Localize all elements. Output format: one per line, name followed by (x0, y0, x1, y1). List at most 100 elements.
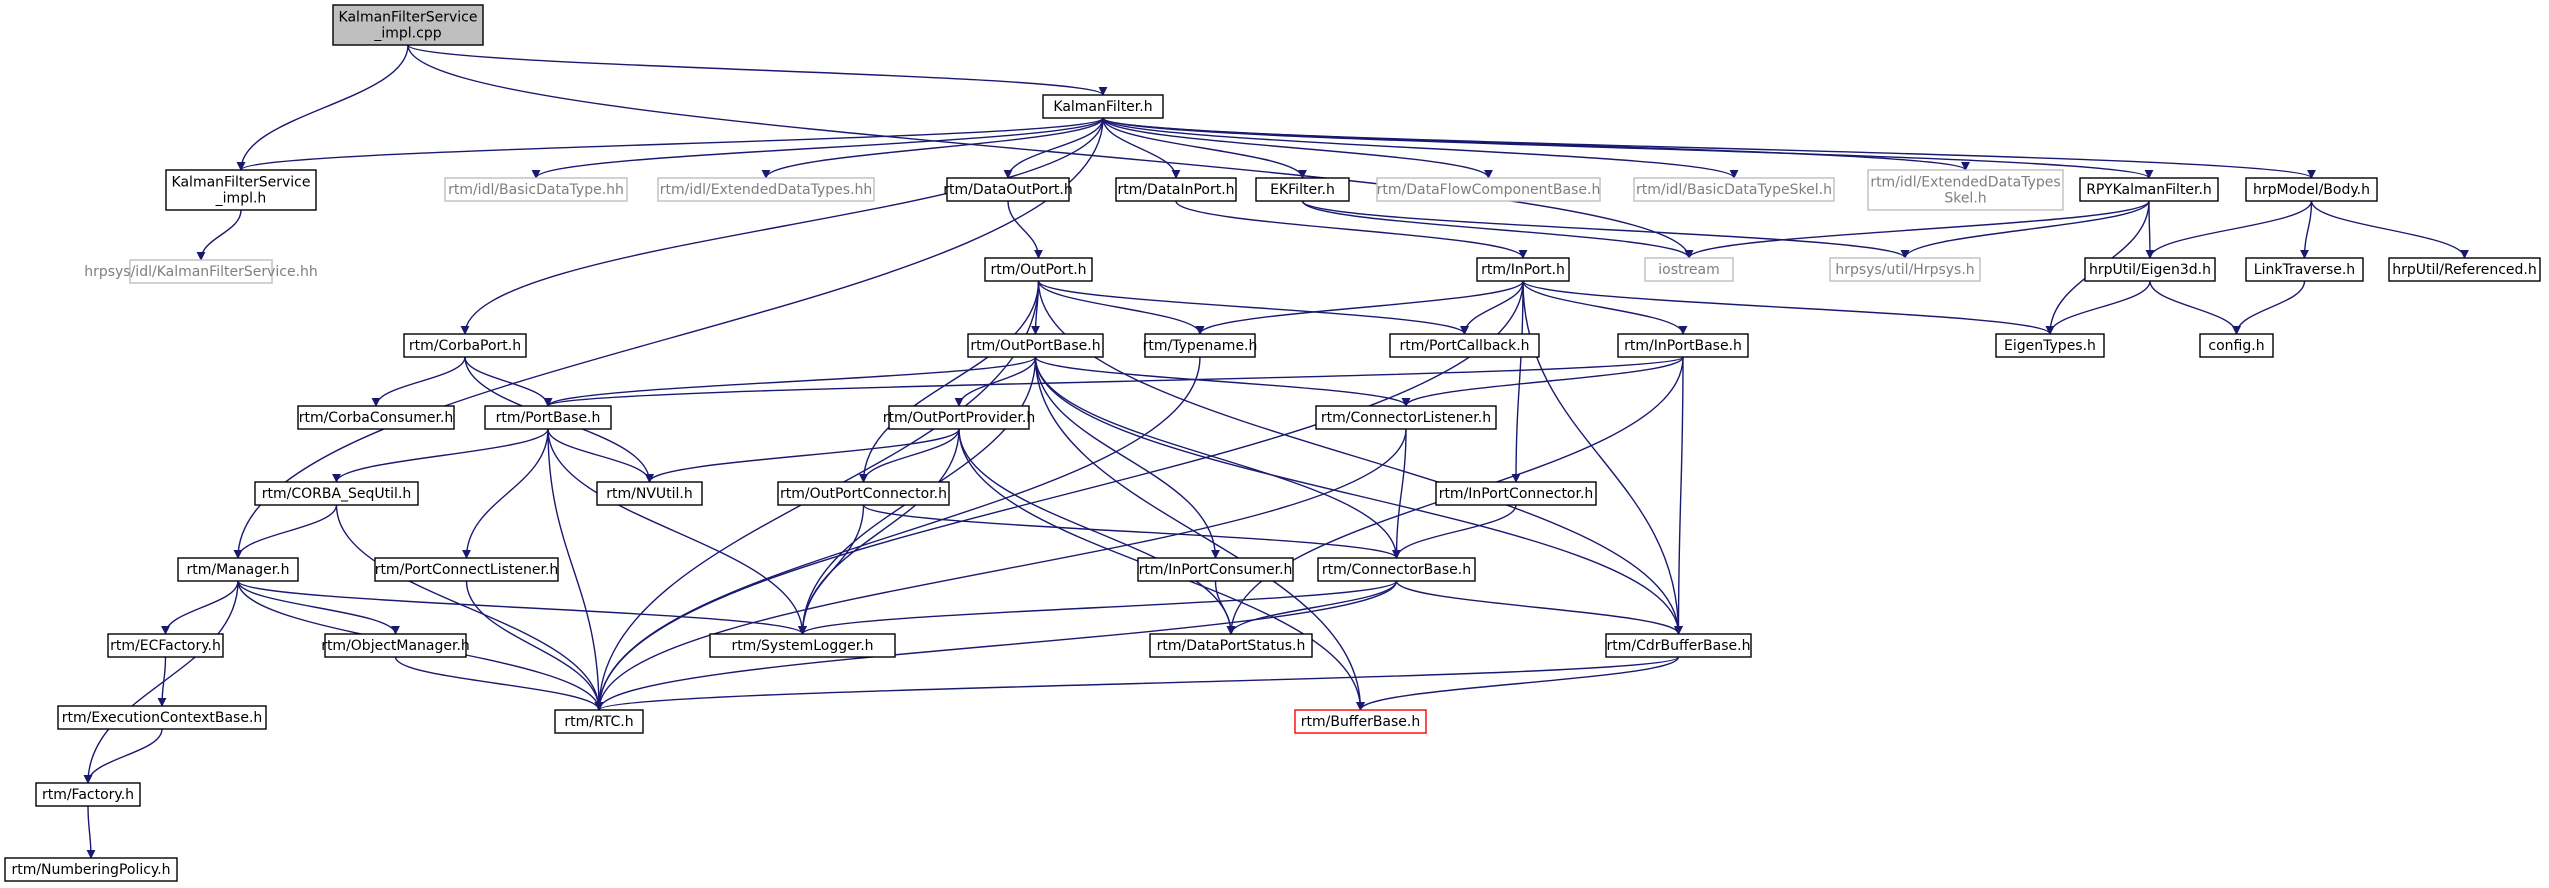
node-kfsimpl[interactable]: KalmanFilterService_impl.h (165, 169, 317, 211)
edge-line (543, 356, 1037, 407)
node-connlistener[interactable]: rtm/ConnectorListener.h (1315, 405, 1497, 430)
node-label: rtm/SystemLogger.h (731, 638, 873, 654)
node-rpykf[interactable]: RPYKalmanFilter.h (2079, 177, 2219, 202)
node-label: RPYKalmanFilter.h (2086, 182, 2212, 198)
edge-connbase-to-cdrbuf (1395, 580, 1683, 635)
edge-line (1684, 200, 2150, 259)
node-referenced[interactable]: hrpUtil/Referenced.h (2388, 257, 2541, 282)
edge-line (859, 280, 1040, 483)
edge-factory-to-numpolicy (86, 805, 96, 859)
node-numpolicy[interactable]: rtm/NumberingPolicy.h (4, 857, 178, 882)
node-nvutil[interactable]: rtm/NVUtil.h (596, 481, 703, 506)
node-kalman[interactable]: KalmanFilter.h (1042, 94, 1164, 119)
node-syslogger[interactable]: rtm/SystemLogger.h (709, 633, 896, 658)
node-label: KalmanFilter.h (1053, 99, 1152, 115)
node-label: rtm/ConnectorBase.h (1322, 562, 1471, 578)
node-dataportstatus[interactable]: rtm/DataPortStatus.h (1149, 633, 1313, 658)
node-box (1829, 257, 1981, 282)
node-label: rtm/CorbaPort.h (409, 338, 521, 354)
node-box (1389, 333, 1540, 358)
node-box (984, 257, 1093, 282)
edge-line (394, 656, 604, 711)
edge-line (1102, 117, 1493, 179)
edge-line (958, 428, 1236, 635)
edge-line (594, 656, 1680, 711)
node-cdrbuf[interactable]: rtm/CdrBufferBase.h (1605, 633, 1752, 658)
node-factory[interactable]: rtm/Factory.h (35, 782, 141, 807)
node-eigentypes[interactable]: EigenTypes.h (1995, 333, 2105, 358)
edge-line (1401, 356, 1684, 407)
edge-inportconn-to-connbase (1392, 504, 1517, 559)
edge-line (531, 117, 1104, 179)
edge-inport-to-typename (1195, 280, 1524, 335)
node-connbase[interactable]: rtm/ConnectorBase.h (1317, 557, 1476, 582)
node-layer: KalmanFilterService_impl.cppKalmanFilter… (4, 4, 2541, 882)
edge-outportbase-to-connbase (1034, 356, 1401, 559)
edge-outportbase-to-portbase (543, 356, 1037, 407)
node-box (2388, 257, 2541, 282)
node-box (297, 405, 455, 430)
edge-line (332, 428, 549, 483)
node-dfcb: rtm/DataFlowComponentBase.h (1376, 177, 1601, 202)
node-config[interactable]: config.h (2199, 333, 2274, 358)
node-portbase[interactable]: rtm/PortBase.h (484, 405, 612, 430)
edge-kalman-to-body (1102, 117, 2316, 179)
node-portcb[interactable]: rtm/PortCallback.h (1389, 333, 1540, 358)
node-label: rtm/idl/BasicDataType.hh (448, 182, 624, 198)
node-bufbase[interactable]: rtm/BufferBase.h (1294, 709, 1427, 734)
node-root[interactable]: KalmanFilterService_impl.cpp (332, 4, 484, 46)
node-label: rtm/PortBase.h (496, 410, 601, 426)
node-box (1149, 633, 1313, 658)
node-typename[interactable]: rtm/Typename.h (1143, 333, 1258, 358)
node-label: rtm/InPortBase.h (1624, 338, 1742, 354)
node-outportconn[interactable]: rtm/OutPortConnector.h (777, 481, 950, 506)
node-inport[interactable]: rtm/InPort.h (1476, 257, 1570, 282)
node-datain[interactable]: rtm/DataInPort.h (1115, 177, 1237, 202)
node-linktrav[interactable]: LinkTraverse.h (2245, 257, 2364, 282)
node-inportcons[interactable]: rtm/InPortConsumer.h (1137, 557, 1294, 582)
node-label: KalmanFilterService (339, 10, 478, 26)
node-label: rtm/InPortConnector.h (1439, 486, 1594, 502)
edge-kalman-to-ekf (1102, 117, 1307, 179)
edge-line (1037, 280, 1469, 335)
node-corbaport[interactable]: rtm/CorbaPort.h (403, 333, 527, 358)
node-outportprov[interactable]: rtm/OutPortProvider.h (883, 405, 1035, 430)
edge-line (1522, 280, 1688, 335)
node-manager[interactable]: rtm/Manager.h (177, 557, 299, 582)
edge-kalman-to-dataout (1003, 117, 1104, 179)
node-label: Skel.h (1944, 191, 1986, 207)
node-box (1137, 557, 1294, 582)
node-dataout[interactable]: rtm/DataOutPort.h (943, 177, 1073, 202)
edge-outport-to-portcb (1037, 280, 1469, 335)
node-rtc[interactable]: rtm/RTC.h (554, 709, 644, 734)
node-inportconn[interactable]: rtm/InPortConnector.h (1435, 481, 1597, 506)
node-label: hrpsys/idl/KalmanFilterService.hh (84, 264, 318, 280)
edge-linktrav-to-config (2232, 280, 2306, 335)
node-corbaseq[interactable]: rtm/CORBA_SeqUtil.h (254, 481, 419, 506)
edge-line (1034, 356, 1683, 635)
node-objmgr[interactable]: rtm/ObjectManager.h (321, 633, 470, 658)
edge-body-to-linktrav (2300, 200, 2313, 259)
node-body[interactable]: hrpModel/Body.h (2245, 177, 2378, 202)
node-outport[interactable]: rtm/OutPort.h (984, 257, 1093, 282)
edge-outportprov-to-dataportstatus (958, 428, 1236, 635)
node-label: rtm/OutPortConnector.h (780, 486, 947, 502)
node-label: rtm/RTC.h (564, 714, 633, 730)
edge-line (859, 428, 960, 483)
node-ekf[interactable]: EKFilter.h (1255, 177, 1350, 202)
node-portconnlistener[interactable]: rtm/PortConnectListener.h (374, 557, 559, 582)
node-ecbase[interactable]: rtm/ExecutionContextBase.h (57, 705, 267, 730)
edge-root-to-kalman (407, 44, 1108, 96)
edge-rpykf-to-iostream (1684, 200, 2150, 259)
node-box (254, 481, 419, 506)
node-ecfactory[interactable]: rtm/ECFactory.h (107, 633, 224, 658)
node-eigen3d[interactable]: hrpUtil/Eigen3d.h (2084, 257, 2216, 282)
edge-line (462, 428, 549, 559)
node-inportbase[interactable]: rtm/InPortBase.h (1617, 333, 1749, 358)
node-box (1042, 94, 1164, 119)
edge-line (2145, 200, 2313, 259)
edge-portbase-to-rtc (547, 428, 604, 711)
node-corbacons[interactable]: rtm/CorbaConsumer.h (297, 405, 455, 430)
node-outportbase[interactable]: rtm/OutPortBase.h (967, 333, 1104, 358)
